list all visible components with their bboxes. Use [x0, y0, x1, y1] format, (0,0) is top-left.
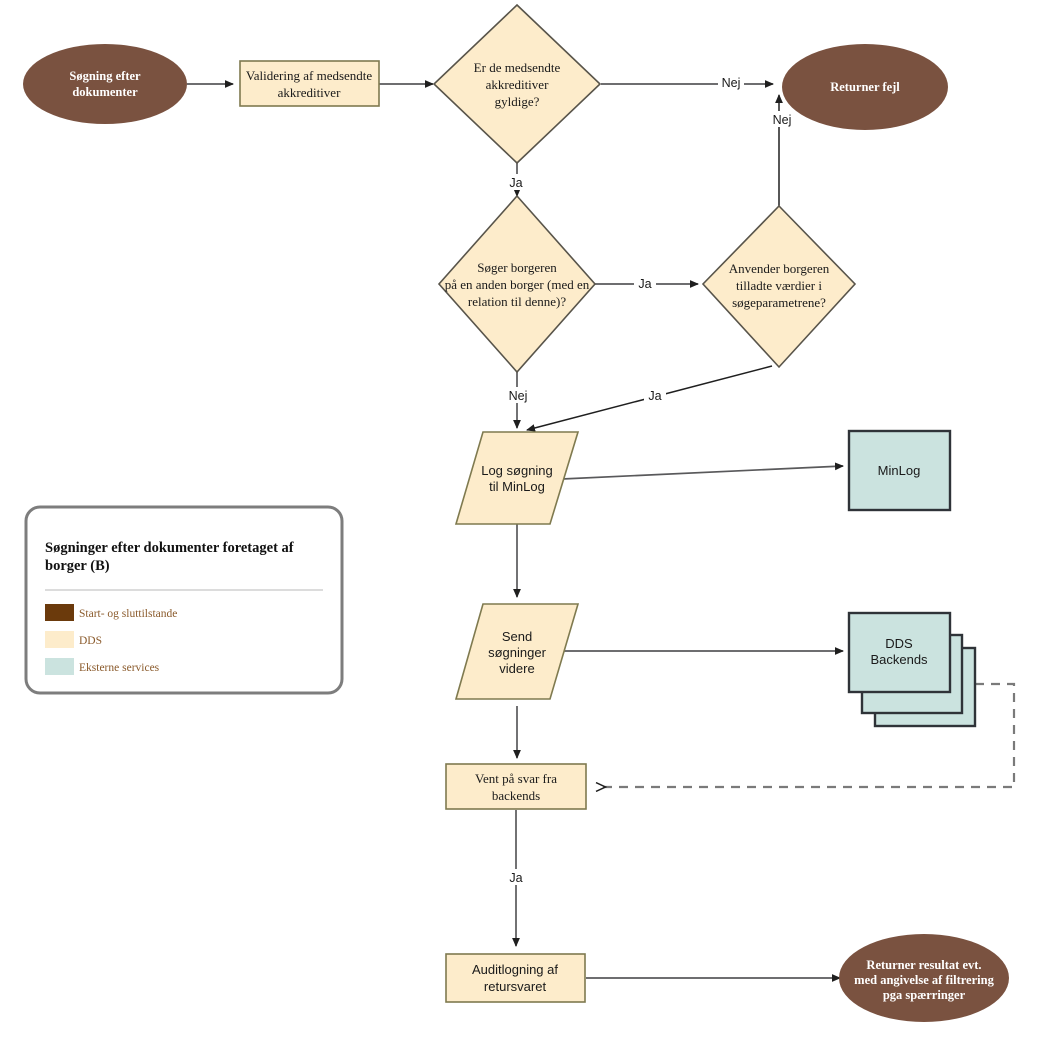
- legend-label-dds: DDS: [79, 635, 102, 647]
- legend-swatch-start-end: [45, 604, 74, 621]
- start-ellipse-shape: [23, 44, 187, 124]
- log-minlog-parallelogram-shape: [454, 431, 580, 525]
- log-minlog-line1: Log søgning: [481, 463, 553, 478]
- node-decision-credentials[interactable]: Er de medsendte akkreditiver gyldige?: [432, 3, 602, 165]
- edge-log-minlog-to-minlog: [561, 462, 844, 480]
- node-audit-log[interactable]: Auditlogning af retursvaret: [445, 953, 586, 1003]
- audit-log-rect-shape: [445, 953, 586, 1003]
- decision-credentials-line3: gyldige?: [495, 94, 540, 109]
- node-return-result[interactable]: Returner resultat evt. med angivelse af …: [839, 934, 1009, 1022]
- audit-log-line2: retursvaret: [484, 979, 547, 994]
- log-minlog-line2: til MinLog: [489, 479, 545, 494]
- return-result-line3: pga spærringer: [883, 988, 966, 1002]
- return-error-ellipse-shape: [782, 44, 948, 130]
- legend-swatch-external: [45, 658, 74, 675]
- validate-rect-shape: [239, 60, 380, 107]
- node-validate[interactable]: Validering af medsendte akkreditiver: [239, 60, 380, 107]
- decision-credentials-line2: akkreditiver: [486, 77, 549, 92]
- return-result-line2: med angivelse af filtrering: [854, 973, 994, 987]
- return-result-ellipse-shape: [839, 934, 1009, 1022]
- decision-credentials-line1: Er de medsendte: [474, 60, 561, 75]
- minlog-label: MinLog: [878, 463, 921, 478]
- legend-box: [24, 505, 344, 695]
- send-searches-line2: søgninger: [488, 645, 546, 660]
- legend-label-external: Eksterne services: [79, 662, 160, 674]
- edge-label-layer: Nej Ja Ja Nej Ja Nej Ja: [504, 74, 795, 885]
- node-log-minlog[interactable]: Log søgning til MinLog: [454, 431, 580, 525]
- edge-label-nej-other-citizen: Nej: [509, 389, 528, 403]
- decision-allowed-values-line2: tilladte værdier i: [736, 278, 822, 293]
- decision-other-citizen-line2: på en anden borger (med en: [445, 277, 590, 292]
- edge-label-ja-wait-response: Ja: [509, 871, 522, 885]
- decision-allowed-values-diamond-shape: [701, 204, 857, 369]
- start-label-line1: Søgning efter: [69, 69, 141, 83]
- validate-label-line2: akkreditiver: [278, 85, 341, 100]
- wait-response-rect-shape: [445, 763, 587, 810]
- start-label-line2: dokumenter: [72, 85, 138, 99]
- edge-label-ja-allowed-values: Ja: [648, 389, 661, 403]
- audit-log-line1: Auditlogning af: [472, 962, 558, 977]
- edge-label-ja-other-citizen: Ja: [638, 277, 651, 291]
- node-start[interactable]: Søgning efter dokumenter: [23, 44, 187, 124]
- wait-response-line1: Vent på svar fra: [475, 771, 557, 786]
- edge-label-nej-credentials: Nej: [722, 76, 741, 90]
- send-searches-parallelogram-shape: [454, 603, 580, 700]
- validate-label-line1: Validering af medsendte: [246, 68, 373, 83]
- send-searches-line1: Send: [502, 629, 532, 644]
- decision-credentials-diamond-shape: [432, 3, 602, 165]
- edge-dds-backends-feedback-to-wait-response: [597, 682, 1016, 787]
- node-minlog[interactable]: MinLog: [847, 429, 952, 512]
- node-decision-allowed-values[interactable]: Anvender borgeren tilladte værdier i søg…: [701, 204, 857, 369]
- node-decision-other-citizen[interactable]: Søger borgeren på en anden borger (med e…: [437, 194, 597, 374]
- decision-other-citizen-diamond-shape: [437, 194, 597, 374]
- decision-allowed-values-line1: Anvender borgeren: [729, 261, 830, 276]
- legend-label-start-end: Start- og sluttilstande: [79, 608, 177, 620]
- node-return-error[interactable]: Returner fejl: [782, 44, 948, 130]
- minlog-rect-shape: [847, 429, 952, 512]
- return-result-line1: Returner resultat evt.: [866, 958, 981, 972]
- edge-label-nej-allowed-values: Nej: [773, 113, 792, 127]
- dds-backends-stack-front: [847, 611, 952, 694]
- node-send-searches[interactable]: Send søgninger videre: [454, 603, 580, 700]
- node-wait-response[interactable]: Vent på svar fra backends: [445, 763, 587, 810]
- return-error-label: Returner fejl: [830, 80, 900, 94]
- dds-backends-line1: DDS: [885, 636, 913, 651]
- wait-response-line2: backends: [492, 788, 540, 803]
- send-searches-line3: videre: [499, 661, 534, 676]
- dds-backends-line2: Backends: [870, 652, 928, 667]
- decision-other-citizen-line3: relation til denne)?: [468, 294, 566, 309]
- legend-panel: Søgninger efter dokumenter foretaget af …: [24, 505, 344, 695]
- edge-label-ja-credentials: Ja: [509, 176, 522, 190]
- node-dds-backends[interactable]: DDS Backends: [847, 611, 977, 728]
- legend-swatch-dds: [45, 631, 74, 648]
- decision-allowed-values-line3: søgeparametrene?: [732, 295, 826, 310]
- decision-other-citizen-line1: Søger borgeren: [477, 260, 557, 275]
- legend-title-line1: Søgninger efter dokumenter foretaget af: [45, 540, 294, 556]
- legend-title-line2: borger (B): [45, 558, 110, 574]
